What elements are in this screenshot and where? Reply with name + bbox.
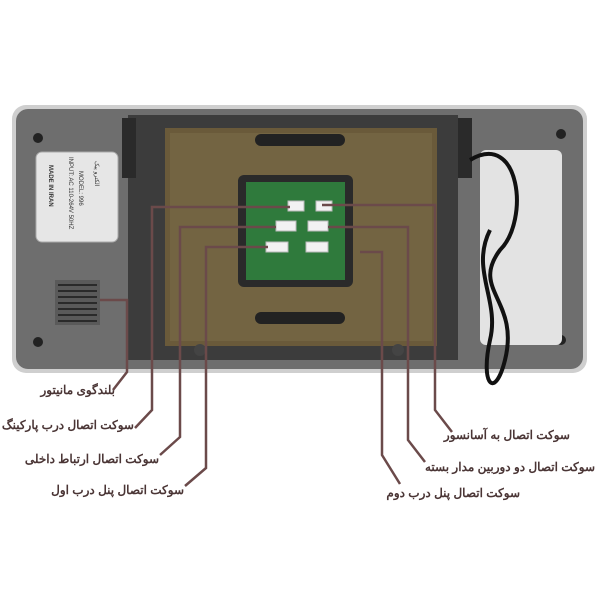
speaker-grille <box>55 280 100 325</box>
callout-label-speaker: بلندگوی مانیتور <box>40 383 115 397</box>
screw-hole <box>33 337 43 347</box>
callout-label-elevator: سوکت اتصال به آسانسور <box>443 428 570 442</box>
brand-text: الکترو پیک <box>93 161 100 187</box>
input-text: INPUT: AC 110-264V 50HZ <box>67 157 73 230</box>
callout-label-parking: سوکت اتصال درب پارکینگ <box>1 418 134 432</box>
callout-line-internal <box>159 225 276 456</box>
callout-line-cctv <box>328 225 426 463</box>
callout-label-door2: سوکت اتصال پنل درب دوم <box>386 486 520 500</box>
right-label <box>480 150 562 345</box>
power-cable <box>468 151 519 386</box>
product-label <box>35 151 119 243</box>
origin-text: MADE IN IRAN <box>47 165 53 207</box>
callout-line-elevator <box>322 203 453 433</box>
callout-line-door1 <box>184 245 268 487</box>
callout-label-door1: سوکت اتصال پنل درب اول <box>51 483 184 497</box>
callout-label-internal: سوکت اتصال ارتباط داخلی <box>24 452 159 466</box>
callout-line-speaker <box>100 298 129 391</box>
callout-label-cctv: سوکت اتصال دو دوربین مدار بسته <box>425 460 595 474</box>
callout-lines <box>100 203 453 487</box>
model-text: MODEL: 996 <box>77 171 83 206</box>
callout-line-door2 <box>360 250 402 485</box>
callout-line-parking <box>134 205 290 429</box>
screw-hole <box>556 129 566 139</box>
screw-hole <box>33 133 43 143</box>
